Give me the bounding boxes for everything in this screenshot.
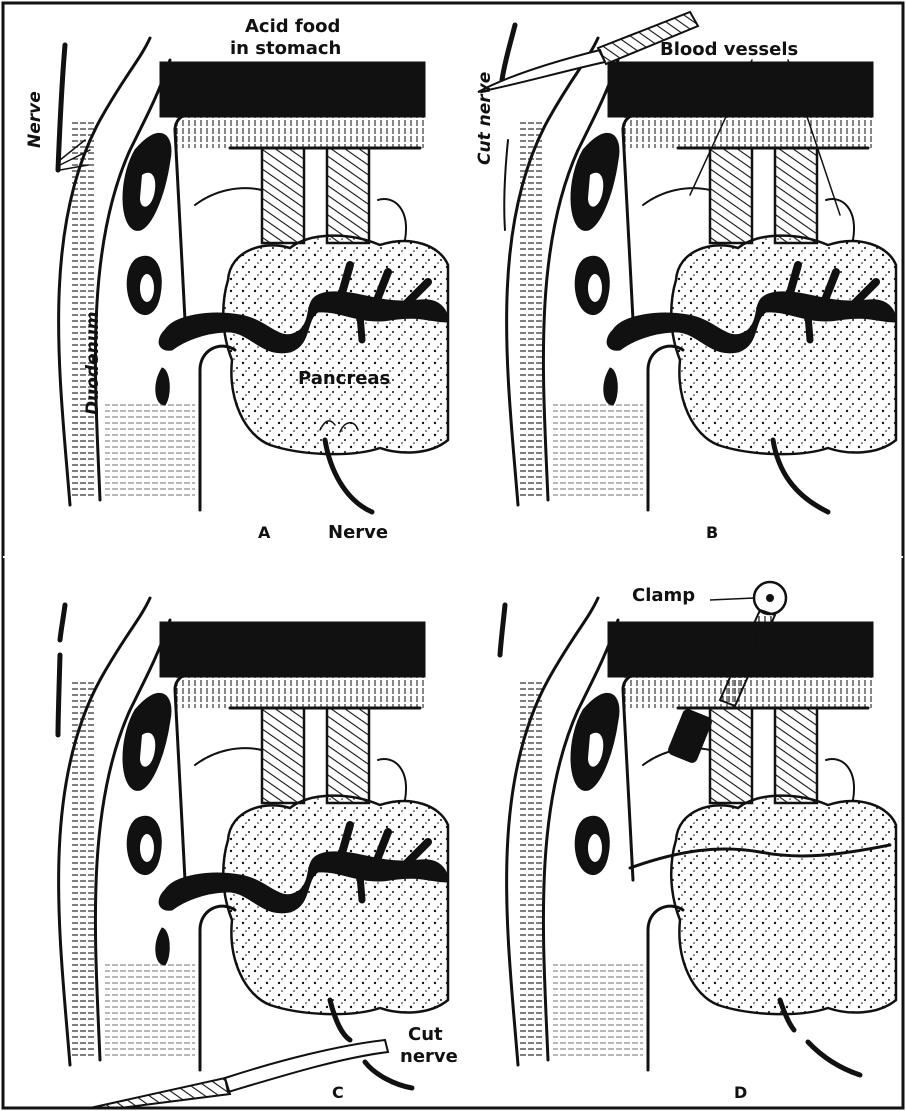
cut-nerve-segment [502, 25, 515, 80]
panel-letter-c: C [332, 1083, 344, 1102]
label-nerve-c: nerve [400, 1046, 458, 1067]
label-nerve-bottom: Nerve [328, 522, 388, 543]
label-duodenum: Duodenum [83, 311, 103, 415]
label-cut-c: Cut [408, 1024, 443, 1045]
label-blood-vessels: Blood vessels [660, 39, 798, 60]
vagus-nerve-left [58, 45, 65, 170]
label-clamp: Clamp [632, 585, 695, 606]
panel-b: Blood vessels Cut nerve B [475, 12, 896, 542]
pancreatic-nerve-d-lower [808, 1042, 860, 1075]
label-cut-nerve-b: Cut nerve [475, 72, 495, 165]
panel-a: Acid food in stomach Nerve Duodenum Panc… [25, 16, 448, 543]
panel-c: Cut nerve C [58, 598, 458, 1108]
panel-letter-a: A [258, 523, 271, 542]
panel-letter-d: D [734, 1083, 747, 1102]
label-in-stomach: in stomach [230, 38, 341, 59]
label-acid-food: Acid food [245, 16, 340, 37]
nerve-upper-c [60, 605, 65, 640]
panel-letter-b: B [706, 523, 718, 542]
label-nerve-left: Nerve [25, 91, 45, 148]
nerve-upper-d [500, 605, 505, 655]
label-pancreas: Pancreas [298, 368, 390, 389]
panel-d: Clamp D [500, 582, 896, 1102]
